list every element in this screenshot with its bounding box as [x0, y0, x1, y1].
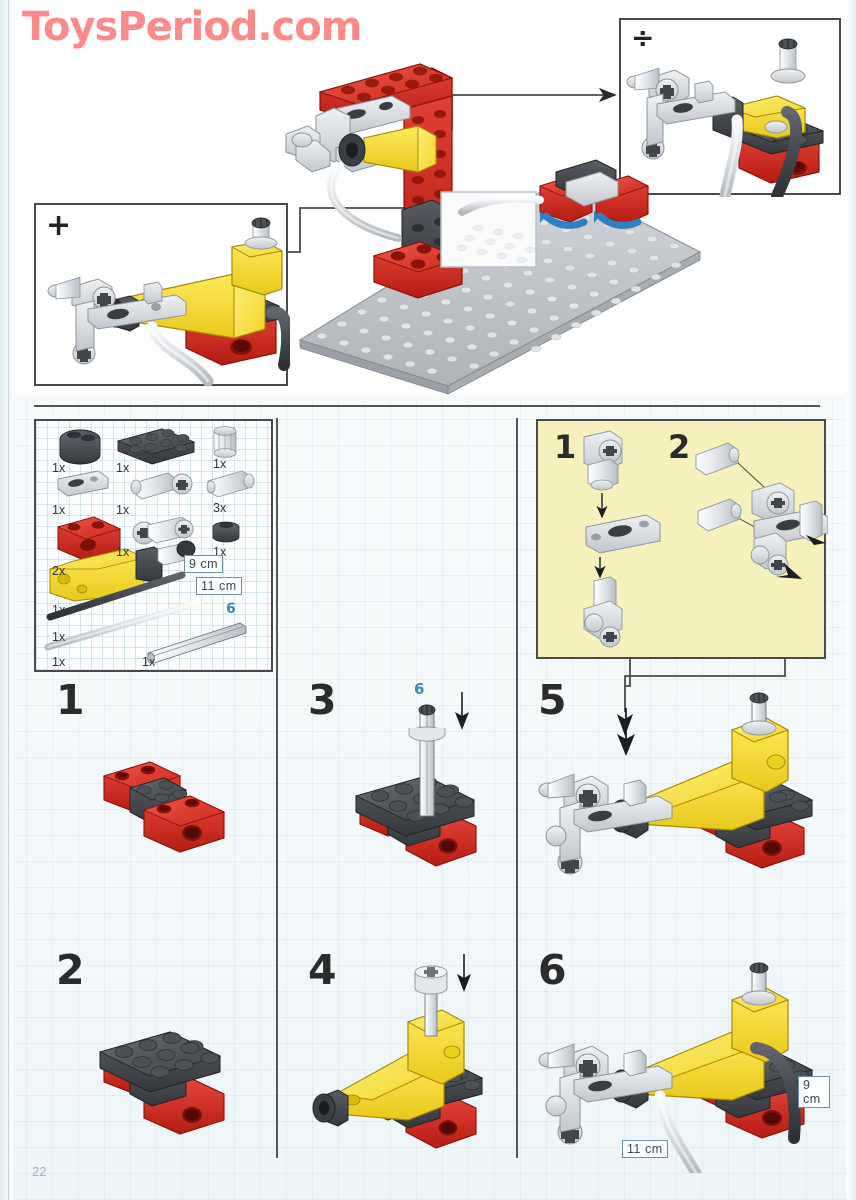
subassembly-step-1-number: 1	[554, 428, 577, 466]
step-2-number: 2	[56, 946, 85, 994]
column-divider-right	[516, 418, 518, 1158]
scan-spine-line	[8, 0, 9, 1200]
step-6-measure-9cm: 9 cm	[798, 1076, 830, 1108]
qty-part-7: 2x	[52, 564, 66, 578]
qty-part-5: 1x	[116, 503, 130, 517]
step-5-subassembly	[538, 773, 673, 875]
parts-axle-length-label: 6	[226, 601, 236, 617]
part-pneumatic-valve-connector	[132, 516, 194, 545]
callout-arrow-to-divide	[451, 87, 617, 130]
step-2-panel: 2	[34, 948, 272, 1168]
overlay-white-panel	[440, 191, 537, 268]
toysperiod-watermark: ToysPeriod.com	[22, 4, 362, 50]
part-technic-axle-6	[147, 622, 247, 664]
divide-box-artwork	[626, 38, 825, 197]
subassembly-artwork	[583, 430, 828, 648]
part-pneumatic-hose-dark-gray	[46, 571, 186, 621]
scan-spine-shadow	[0, 0, 14, 1200]
qty-part-13: 1x	[142, 655, 156, 669]
step-4-panel: 4	[296, 948, 510, 1168]
parts-list-artwork	[44, 426, 255, 664]
step-4-number: 4	[308, 946, 337, 994]
step-5-panel: 5	[530, 678, 830, 918]
qty-part-10: 1x	[52, 603, 66, 617]
subassembly-step-2-art	[695, 442, 828, 579]
step-6-measure-11cm: 11 cm	[622, 1140, 668, 1158]
page-number: 22	[32, 1164, 47, 1179]
subassembly-step-1-art	[583, 430, 661, 648]
part-technic-beam-light-gray	[57, 470, 109, 497]
part-pneumatic-connector-with-axle	[130, 472, 193, 500]
scan-right-edge	[846, 0, 856, 1200]
step-2-artwork	[98, 1031, 225, 1135]
part-brick-1x2-with-hole-red	[56, 516, 122, 562]
parts-list-box: 1x 1x 1x 1x 1x 3x 2x 1x 1x 1x 1x 1x 1x 9…	[34, 419, 273, 672]
step-4-artwork	[312, 954, 484, 1149]
baseplate	[298, 179, 702, 395]
step-6-artwork	[538, 962, 814, 1173]
step-3-panel: 3 6	[296, 678, 510, 918]
step-1-artwork	[102, 761, 226, 853]
qty-part-11: 1x	[52, 630, 66, 644]
qty-part-3: 1x	[213, 457, 227, 471]
step-3-number: 3	[308, 676, 337, 724]
step-6-number: 6	[538, 946, 567, 994]
crane-arm	[285, 95, 437, 242]
crane-mast	[318, 63, 464, 299]
qty-part-4: 1x	[52, 503, 66, 517]
hose-9cm	[750, 1042, 801, 1144]
step-5-artwork	[538, 692, 814, 875]
column-divider-left	[276, 418, 278, 1158]
subassembly-box: 1 2	[536, 419, 828, 659]
parts-measure-11cm: 11 cm	[196, 577, 242, 595]
plus-symbol-icon: +	[46, 208, 72, 243]
part-pneumatic-cylinder-yellow	[49, 540, 196, 602]
qty-part-2: 1x	[116, 461, 130, 475]
qty-part-1: 1x	[52, 461, 66, 475]
step-3-axle-label: 6	[414, 680, 425, 698]
qty-part-6: 3x	[213, 501, 227, 515]
step-6-panel: 6	[530, 948, 830, 1173]
parts-measure-9cm: 9 cm	[184, 555, 224, 573]
qty-part-12: 1x	[52, 655, 66, 669]
part-plate-2x4-dark-gray	[116, 428, 196, 465]
step-1-panel: 1	[34, 678, 272, 918]
section-divider	[34, 405, 820, 407]
part-technic-bush-dark-gray	[212, 521, 240, 543]
callout-box-plus: +	[34, 203, 290, 387]
plus-box-artwork	[47, 217, 290, 387]
qty-part-8: 1x	[116, 545, 130, 559]
part-technic-brick-round-dark-gray	[59, 429, 101, 465]
divide-symbol-icon: ÷	[631, 21, 655, 54]
callout-box-divide: ÷	[619, 18, 841, 197]
subassembly-step-2-number: 2	[668, 428, 691, 466]
part-technic-pin-light-gray	[206, 470, 255, 498]
step-5-number: 5	[538, 676, 567, 724]
step-3-artwork	[354, 692, 477, 867]
step-1-number: 1	[56, 676, 85, 724]
part-pneumatic-t-piece	[213, 426, 237, 458]
callout-line-to-plus	[288, 207, 420, 253]
